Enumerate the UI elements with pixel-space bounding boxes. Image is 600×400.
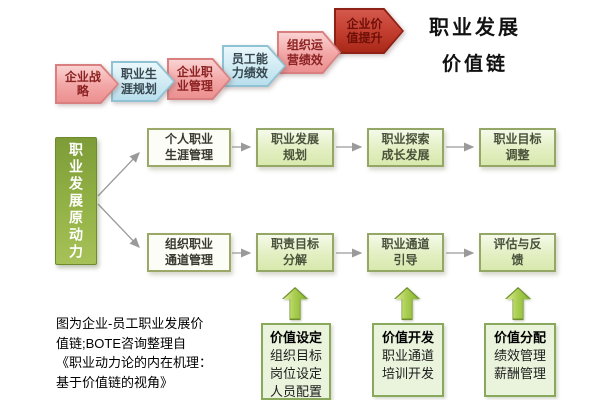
chain-arrow-employee-performance: 员工能 力绩效	[222, 45, 286, 87]
up-arrow-icon	[394, 287, 420, 320]
value-box-lines: 组织目标 岗位设定 人员配置	[269, 348, 322, 399]
chain-arrow-career-planning: 职业生 涯规划	[111, 61, 175, 102]
value-box-title: 价值分配	[493, 330, 546, 345]
up-arrow-icon	[505, 287, 531, 320]
value-box-title: 价值开发	[381, 330, 434, 345]
value-box-lines: 职业通道 培训开发	[381, 348, 434, 381]
page-title-line1: 职业发展	[429, 17, 521, 39]
flow-box-career-exploration: 职业探索 成长发展	[367, 128, 444, 167]
chain-arrow-label: 职业生 涯规划	[113, 63, 173, 100]
flow-box-career-channel-guide: 职业通道 引导	[367, 233, 444, 272]
value-box-title: 价值设定	[269, 330, 322, 345]
chain-arrow-label: 组织运 营绩效	[279, 33, 339, 72]
chain-arrow-enterprise-value: 企业价 值提升	[334, 8, 404, 54]
career-driver-box: 职业发展原动力	[55, 137, 97, 265]
value-box-setting: 价值设定 组织目标 岗位设定 人员配置	[261, 323, 331, 400]
value-box-lines: 绩效管理 薪酬管理	[493, 348, 546, 381]
flow-box-career-dev-planning: 职业发展 规划	[256, 128, 334, 167]
source-caption: 图为企业-员工职业发展价 值链;BOTE咨询整理自 《职业动力论的内在机理： 基…	[56, 316, 213, 390]
value-box-distribution: 价值分配 绩效管理 薪酬管理	[484, 323, 556, 397]
chain-arrow-org-performance: 组织运 营绩效	[277, 31, 341, 74]
chain-arrow-label: 企业战 略	[57, 66, 117, 102]
arrow-shape	[395, 288, 419, 319]
flow-box-personal-career-mgmt: 个人职业 生涯管理	[147, 128, 231, 167]
flow-box-evaluation-feedback: 评估与反 馈	[479, 233, 556, 272]
chain-arrow-label: 企业价 值提升	[336, 10, 402, 52]
arrow-shape	[283, 288, 307, 319]
flow-box-duty-goal-decompose: 职责目标 分解	[256, 233, 334, 272]
chain-arrow-enterprise-career-mgmt: 企业职 业管理	[167, 58, 231, 100]
page-title-line2: 价值链	[441, 54, 508, 75]
flow-box-org-channel-mgmt: 组织职业 通道管理	[147, 233, 231, 272]
chain-arrow-label: 企业职 业管理	[169, 60, 229, 98]
chain-arrow-label: 员工能 力绩效	[224, 47, 284, 85]
flow-box-career-goal-adjust: 职业目标 调整	[479, 128, 556, 167]
arrow-shape	[506, 288, 530, 319]
page-title: 职业发展 价值链	[413, 11, 537, 76]
chain-arrow-enterprise-strategy: 企业战 略	[55, 64, 119, 104]
up-arrow-icon	[282, 287, 308, 320]
value-box-development: 价值开发 职业通道 培训开发	[372, 323, 444, 397]
